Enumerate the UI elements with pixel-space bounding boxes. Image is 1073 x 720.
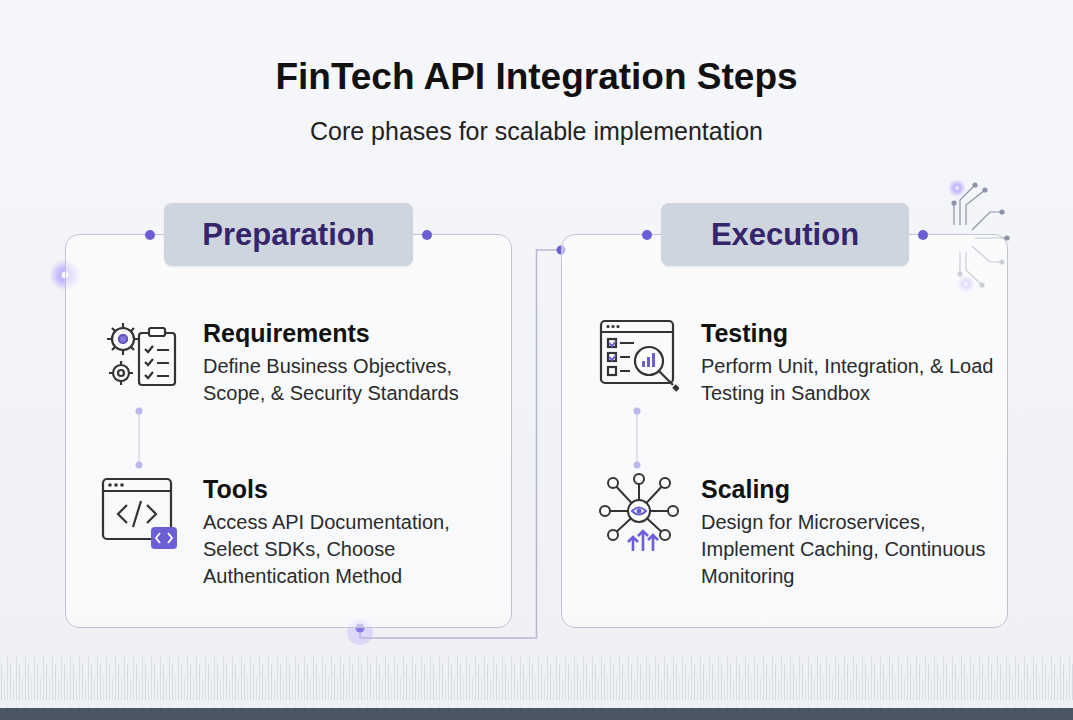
step-text: ToolsAccess API Documentation, Select SD… <box>203 473 503 590</box>
step-text: RequirementsDefine Business Objectives, … <box>203 317 503 407</box>
rail-dot <box>918 230 928 240</box>
step-box: TestingPerform Unit, Integration, & Load… <box>599 317 1004 407</box>
step-description: Access API Documentation, Select SDKs, C… <box>203 509 503 590</box>
phase-heading: Preparation <box>202 217 374 253</box>
rail-dot <box>642 230 652 240</box>
step-box: ToolsAccess API Documentation, Select SD… <box>101 473 506 590</box>
subtitle: Core phases for scalable implementation <box>0 117 1073 146</box>
data-texture <box>0 655 1073 708</box>
step-box: ScalingDesign for Microservices, Impleme… <box>599 473 1004 590</box>
diagram-title: FinTech API Integration Steps <box>0 56 1073 98</box>
step-box: RequirementsDefine Business Objectives, … <box>101 317 506 407</box>
step-icon <box>101 473 181 553</box>
bottom-bar <box>0 708 1073 720</box>
step-heading: Scaling <box>701 474 1001 504</box>
step-text: TestingPerform Unit, Integration, & Load… <box>701 317 1001 407</box>
rail-dot <box>422 230 432 240</box>
step-heading: Tools <box>203 474 503 504</box>
phase-panel: PreparationRequirementsDefine Business O… <box>65 234 512 628</box>
step-text: ScalingDesign for Microservices, Impleme… <box>701 473 1001 590</box>
rail-dot <box>145 230 155 240</box>
step-description: Define Business Objectives, Scope, & Sec… <box>203 353 503 407</box>
step-icon <box>599 473 679 553</box>
step-icon <box>599 317 679 397</box>
phase-tab: Execution <box>661 203 909 266</box>
step-description: Perform Unit, Integration, & Load Testin… <box>701 353 1001 407</box>
step-heading: Requirements <box>203 318 503 348</box>
phase-heading: Execution <box>711 217 859 253</box>
phase-tab: Preparation <box>164 203 413 266</box>
phase-panel: ExecutionTestingPerform Unit, Integratio… <box>561 234 1008 628</box>
step-heading: Testing <box>701 318 1001 348</box>
glow-dot <box>948 179 966 197</box>
step-icon <box>101 317 181 397</box>
step-description: Design for Microservices, Implement Cach… <box>701 509 1001 590</box>
